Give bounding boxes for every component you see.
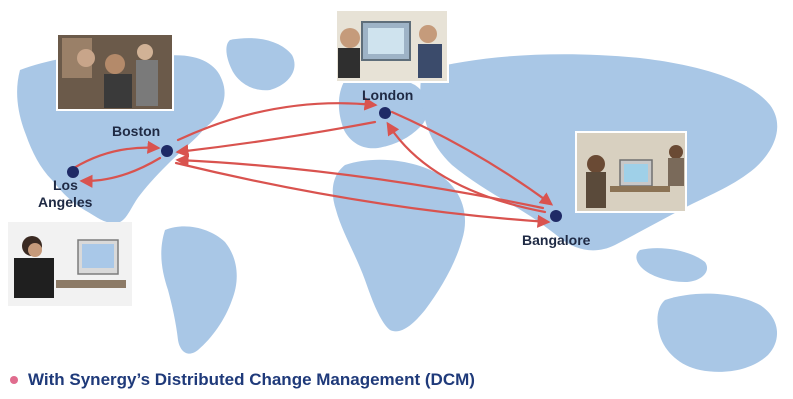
australia bbox=[657, 293, 778, 372]
africa bbox=[332, 159, 466, 332]
node-los-angeles bbox=[67, 166, 79, 178]
label-boston: Boston bbox=[112, 123, 160, 139]
arrow-london-to-boston bbox=[175, 120, 377, 158]
node-boston bbox=[161, 145, 173, 157]
arrow-boston-to-bangalore bbox=[174, 161, 551, 228]
caption-text: With Synergy’s Distributed Change Manage… bbox=[28, 370, 475, 389]
south-america bbox=[161, 226, 237, 354]
arrow-bangalore-to-boston bbox=[175, 153, 545, 210]
node-london bbox=[379, 107, 391, 119]
greenland bbox=[226, 38, 295, 91]
arrow-boston-to-la bbox=[79, 156, 162, 188]
arrow-boston-to-london bbox=[176, 97, 378, 142]
photo-london-team bbox=[335, 9, 449, 83]
arrow-bangalore-to-london bbox=[386, 121, 547, 214]
photo-boston-team bbox=[56, 33, 174, 111]
city-nodes bbox=[67, 107, 562, 222]
label-london: London bbox=[362, 87, 413, 103]
label-los-angeles-line2: Angeles bbox=[38, 194, 93, 210]
label-bangalore: Bangalore bbox=[522, 232, 591, 248]
photo-los-angeles-worker bbox=[8, 222, 132, 306]
arrow-london-to-bangalore bbox=[390, 110, 554, 206]
node-bangalore bbox=[550, 210, 562, 222]
connection-arrows bbox=[72, 97, 554, 228]
southeast-asia-islands bbox=[636, 248, 708, 282]
arrow-la-to-boston bbox=[72, 140, 161, 170]
bullet-icon bbox=[10, 376, 18, 384]
caption: With Synergy’s Distributed Change Manage… bbox=[10, 370, 475, 390]
label-los-angeles-line1: Los bbox=[53, 177, 78, 193]
photo-bangalore-team bbox=[575, 131, 687, 213]
